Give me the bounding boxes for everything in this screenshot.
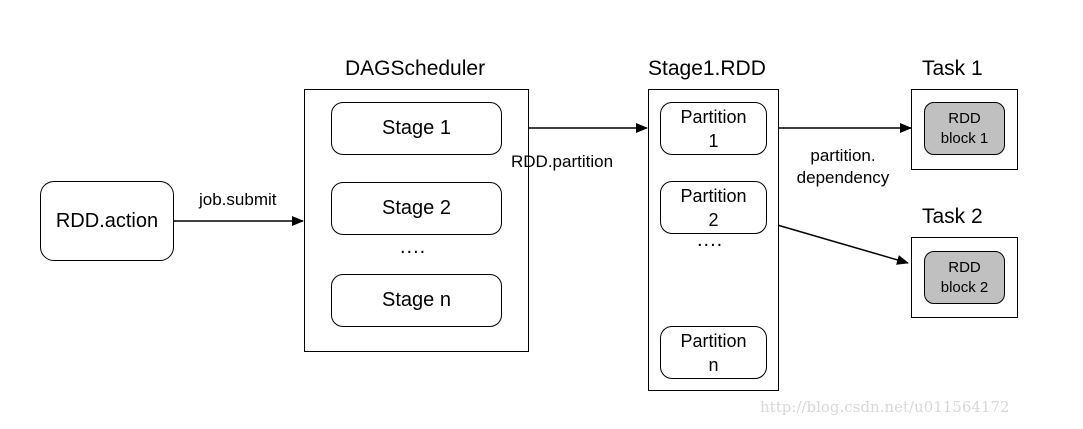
task-1-title: Task 1	[922, 57, 983, 80]
partition-2-name: Partition	[680, 185, 747, 206]
partition-dependency-label: partition. dependency	[780, 145, 906, 189]
rdd-action-label: RDD.action	[55, 209, 159, 232]
task-2-title: Task 2	[922, 205, 983, 228]
partition-2-index: 2	[708, 209, 719, 230]
rdd-block-1-line1: RDD	[948, 109, 981, 127]
stage-n-node: Stage n	[331, 274, 502, 327]
partition-n-index: n	[708, 354, 719, 375]
partition-2-node: Partition 2	[660, 181, 767, 234]
dependency-label-line2: dependency	[796, 168, 890, 187]
rdd-block-1: RDD block 1	[924, 102, 1005, 155]
partition-ellipsis: ....	[697, 229, 724, 251]
rdd-action-node: RDD.action	[40, 181, 174, 261]
job-submit-label: job.submit	[199, 190, 277, 209]
stage-1-node: Stage 1	[331, 102, 502, 155]
stage-1-label: Stage 1	[382, 117, 451, 139]
rdd-block-2-line1: RDD	[948, 258, 981, 276]
rdd-block-1-line2: block 1	[940, 129, 989, 147]
arrow-partition2-to-task2	[766, 221, 909, 265]
rdd-partition-label: RDD.partition	[511, 152, 614, 171]
partition-1-name: Partition	[680, 106, 747, 127]
watermark-text: http://blog.csdn.net/u011564172	[760, 398, 1010, 416]
dag-scheduler-title: DAGScheduler	[345, 57, 486, 80]
partition-1-index: 1	[708, 130, 719, 151]
stage-2-label: Stage 2	[382, 197, 451, 219]
partition-1-node: Partition 1	[660, 102, 767, 155]
rdd-block-2: RDD block 2	[924, 251, 1005, 304]
stage-rdd-title: Stage1.RDD	[648, 57, 766, 80]
stage-n-label: Stage n	[382, 289, 451, 311]
rdd-block-2-line2: block 2	[940, 278, 989, 296]
partition-n-name: Partition	[680, 330, 747, 351]
stage-2-node: Stage 2	[331, 182, 502, 235]
dependency-label-line1: partition.	[810, 146, 876, 165]
stage-ellipsis: ....	[400, 236, 427, 258]
partition-n-node: Partition n	[660, 326, 767, 379]
